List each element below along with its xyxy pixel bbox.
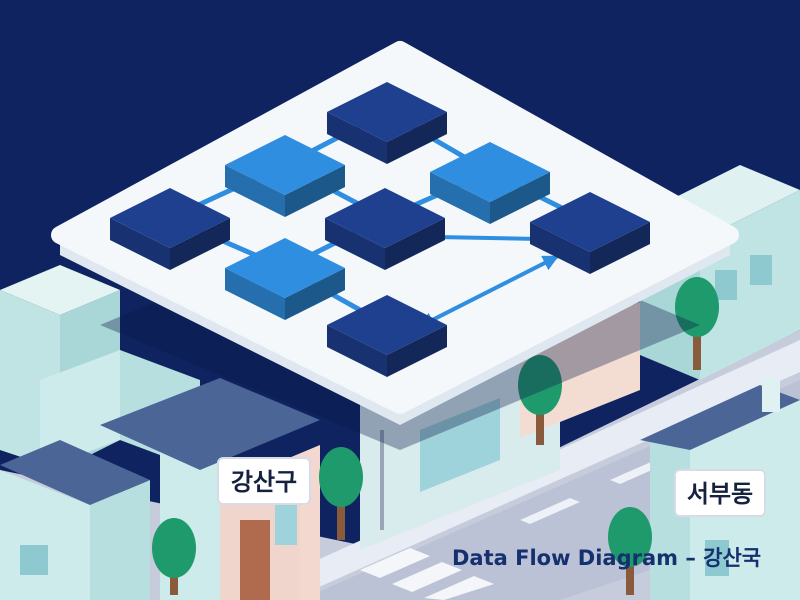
diagram-node-lower-left	[225, 238, 345, 320]
shop-door	[240, 520, 270, 600]
node-right-face	[387, 325, 447, 377]
tree	[319, 447, 363, 540]
node-top-face	[225, 135, 345, 195]
node-top-face	[530, 192, 650, 252]
node-left-face	[530, 222, 590, 274]
diagram-node-upper-right	[430, 142, 550, 224]
tree	[675, 277, 719, 370]
node-right-face	[387, 112, 447, 164]
diagram-node-bottom	[327, 295, 447, 377]
building-window	[705, 540, 729, 576]
node-top-face	[327, 82, 447, 142]
sign-left-text: 강산구	[231, 468, 297, 496]
node-left-face	[110, 218, 170, 270]
diagram-nodes	[110, 82, 650, 377]
building-window	[750, 255, 772, 285]
node-left-face	[225, 165, 285, 217]
node-top-face	[110, 188, 230, 248]
node-right-face	[285, 165, 345, 217]
roof	[640, 385, 800, 450]
node-right-face	[285, 268, 345, 320]
node-top-face	[430, 142, 550, 202]
node-left-face	[430, 172, 490, 224]
diagram-node-center	[325, 188, 445, 270]
roof	[0, 440, 150, 505]
sign-right	[674, 469, 766, 517]
node-right-face	[170, 218, 230, 270]
roof	[100, 378, 320, 470]
sign-right-text: 서부동	[687, 480, 753, 508]
node-top-face	[327, 295, 447, 355]
tree	[518, 355, 562, 445]
building-window	[715, 270, 737, 300]
tree	[152, 518, 196, 595]
diagram-node-top	[327, 82, 447, 164]
node-left-face	[225, 268, 285, 320]
diagram-node-right	[530, 192, 650, 274]
diagram-caption: Data Flow Diagram – 강산국	[452, 546, 761, 570]
node-left-face	[325, 218, 385, 270]
building-left-front	[0, 440, 150, 600]
diagram-node-upper-left	[225, 135, 345, 217]
building-right-shop: 서부동	[640, 378, 800, 600]
diagram-link-right-bottom	[418, 255, 559, 328]
node-top-face	[325, 188, 445, 248]
diagram-node-left	[110, 188, 230, 270]
crosswalk	[360, 548, 494, 600]
chimney	[762, 378, 780, 412]
node-right-face	[385, 218, 445, 270]
shop-window	[275, 505, 297, 545]
node-left-face	[327, 325, 387, 377]
node-top-face	[225, 238, 345, 298]
node-right-face	[590, 222, 650, 274]
node-left-face	[327, 112, 387, 164]
tree	[608, 507, 652, 595]
node-right-face	[490, 172, 550, 224]
sign-left	[217, 457, 311, 505]
building-window	[20, 545, 48, 575]
